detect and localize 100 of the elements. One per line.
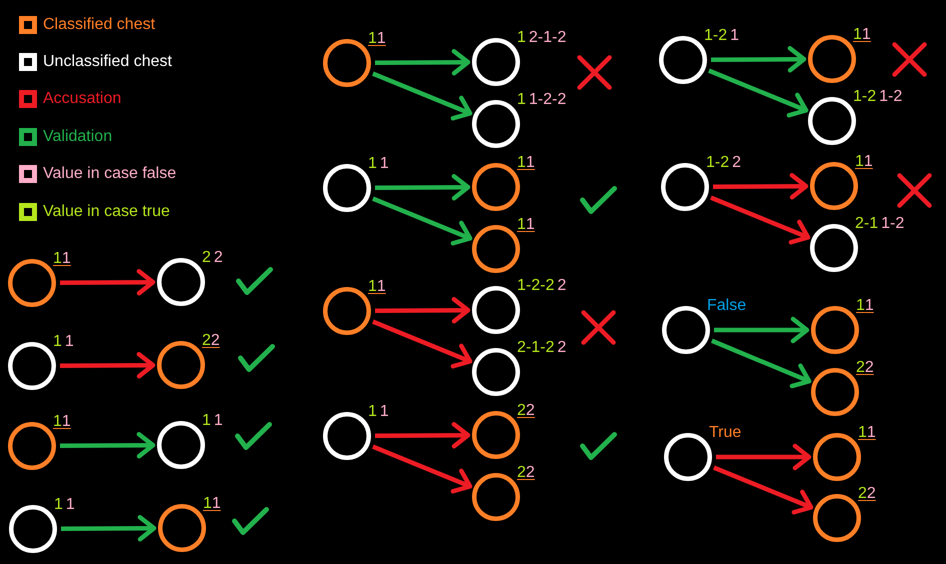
chest-circle — [323, 412, 371, 460]
false-value-label: 1 — [214, 413, 223, 429]
chest-circle — [808, 35, 856, 83]
false-value-label: 1 — [212, 496, 221, 512]
true-value-label: 2 — [202, 250, 211, 266]
arrow — [60, 269, 156, 296]
arrow — [710, 46, 806, 73]
false-value-label: 2 — [866, 486, 876, 502]
arrow — [374, 422, 470, 449]
chest-circle — [158, 504, 206, 552]
false-value-label: 2 — [210, 333, 220, 349]
legend-label: Value in case true — [43, 202, 170, 220]
true-value-label: 1 — [53, 414, 62, 430]
true-value-label: 1-2 — [853, 89, 876, 105]
true-value-label: 2-1 — [855, 216, 878, 232]
false-value-label: 1 — [526, 155, 535, 171]
false-value-label: 1-2 — [881, 216, 904, 232]
arrow — [60, 352, 156, 379]
arrow — [374, 297, 470, 324]
chest-circle — [659, 36, 707, 84]
true-value-label: 2 — [856, 360, 865, 376]
arrow — [372, 72, 472, 121]
true-value-label: 1 — [202, 413, 211, 429]
true-value-label: 1 — [368, 404, 377, 420]
true-value-label: 1 — [858, 425, 867, 441]
arrow — [60, 515, 156, 542]
chest-circle — [323, 39, 371, 87]
false-value-label: 1 — [66, 497, 75, 513]
condition-label: False — [707, 298, 746, 314]
false-value-label: 1 — [62, 414, 71, 430]
chest-circle — [157, 421, 205, 469]
arrow — [374, 174, 470, 201]
chest-circle — [810, 162, 858, 210]
arrow — [60, 432, 156, 459]
true-value-label: 2 — [517, 465, 526, 481]
arrow — [710, 338, 812, 388]
false-value-label: 2 — [214, 250, 223, 266]
false-value-label: 1-2-2 — [528, 92, 566, 108]
arrow — [708, 68, 808, 118]
arrow — [372, 196, 472, 246]
chest-circle — [811, 306, 859, 354]
chest-circle — [472, 286, 520, 334]
chest-circle — [323, 164, 371, 212]
true-value-label: 1 — [853, 27, 862, 43]
true-value-label: 1 — [517, 155, 526, 171]
false-value-label: 1 — [864, 154, 873, 170]
false-value-label: 1 — [64, 334, 74, 350]
chest-circle — [472, 100, 520, 148]
false-value-label: 2-1-2 — [528, 30, 566, 46]
false-value-label: 2 — [526, 465, 535, 481]
true-value-label: 1 — [54, 497, 63, 513]
legend-label: Unclassified chest — [43, 52, 172, 71]
false-value-label: 2 — [864, 360, 874, 376]
false-value-label: 1 — [526, 217, 535, 233]
arrow — [716, 444, 812, 470]
false-value-label: 1 — [862, 27, 871, 43]
true-value-label: 1 — [856, 298, 865, 314]
chest-circle — [813, 433, 861, 481]
true-value-label: 1 — [517, 217, 526, 233]
false-value-label: 1 — [866, 425, 876, 441]
true-value-label: 2 — [517, 403, 526, 419]
chest-circle — [662, 306, 710, 354]
chest-circle — [8, 342, 56, 390]
arrow — [713, 466, 814, 515]
true-value-label: 1 — [517, 92, 526, 108]
arrow — [714, 316, 810, 344]
true-value-label: 2 — [202, 333, 211, 349]
true-value-label: 1-2 — [706, 155, 730, 171]
false-value-label: 1 — [730, 28, 740, 44]
arrow — [372, 320, 472, 369]
arrow — [712, 173, 808, 200]
true-value-label: 1-2-2 — [517, 278, 554, 294]
chest-circle — [472, 163, 520, 211]
true-value-label: 2 — [858, 486, 867, 502]
chest-circle — [472, 225, 520, 273]
true-value-label: 1 — [203, 496, 212, 512]
false-value-label: 1 — [380, 404, 389, 420]
false-value-label: 1 — [62, 251, 71, 267]
true-value-label: 1 — [855, 154, 864, 170]
chest-circle — [661, 163, 709, 211]
arrow — [374, 49, 470, 76]
true-value-label: 1 — [517, 30, 526, 46]
false-value-label: 1 — [380, 156, 389, 172]
arrow — [372, 444, 472, 494]
chest-circle — [8, 259, 56, 307]
legend-label: Accusation — [43, 90, 122, 108]
false-value-label: 1-2 — [879, 89, 902, 105]
true-value-label: 1 — [368, 31, 377, 47]
condition-label: True — [709, 425, 742, 441]
false-value-label: 1 — [376, 31, 386, 47]
false-value-label: 2 — [732, 155, 742, 171]
false-value-label: 1 — [864, 298, 874, 314]
true-value-label: 1 — [368, 156, 377, 172]
chest-circle — [9, 505, 57, 553]
true-value-label: 1-2 — [704, 28, 728, 44]
false-value-label: 2 — [557, 278, 566, 294]
chest-circle — [808, 97, 856, 145]
true-value-label: 1 — [368, 279, 377, 295]
true-value-label: 2-1-2 — [517, 340, 554, 356]
legend-label: Validation — [43, 128, 112, 146]
